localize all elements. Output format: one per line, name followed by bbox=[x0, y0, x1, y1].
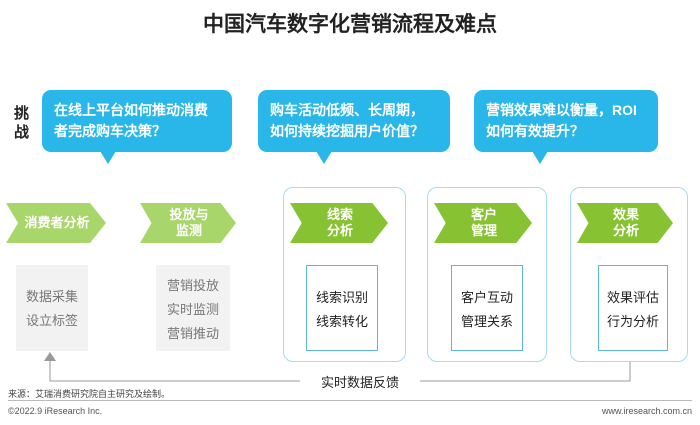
stage-detail-box: 客户互动 管理关系 bbox=[451, 265, 523, 351]
stage-chevron-lead-analysis: 线索 分析 bbox=[290, 203, 388, 243]
website-link[interactable]: www.iresearch.com.cn bbox=[601, 406, 692, 416]
detail-item: 行为分析 bbox=[606, 314, 659, 329]
stage-chevron-effect-analysis: 效果 分析 bbox=[577, 203, 673, 243]
detail-item: 设立标签 bbox=[25, 313, 78, 328]
stage-detail-box: 线索识别 线索转化 bbox=[306, 265, 378, 351]
page-title: 中国汽车数字化营销流程及难点 bbox=[203, 13, 497, 36]
challenge-text: 营销效果难以衡量，ROI 如何有效提升？ bbox=[486, 102, 637, 139]
detail-item: 效果评估 bbox=[606, 290, 659, 305]
bubble-pointer bbox=[316, 151, 332, 164]
detail-item: 线索识别 bbox=[315, 290, 368, 305]
detail-item: 营销投放 bbox=[166, 278, 219, 293]
detail-item: 实时监测 bbox=[166, 302, 219, 317]
challenge-label: 挑战 bbox=[14, 105, 30, 141]
feedback-label: 实时数据反馈 bbox=[300, 372, 420, 391]
challenge-bubble-2: 购车活动低频、长周期， 如何持续挖掘用户价值？ bbox=[258, 90, 450, 164]
detail-item: 数据采集 bbox=[25, 289, 78, 304]
footer-divider bbox=[8, 400, 692, 401]
challenge-bubble-3: 营销效果难以衡量，ROI 如何有效提升？ bbox=[474, 90, 658, 164]
stage-chevron-consumer-analysis: 消费者分析 bbox=[6, 203, 106, 243]
stage-chevron-customer-management: 客户 管理 bbox=[434, 203, 532, 243]
challenge-text: 在线上平台如何推动消费 者完成购车决策？ bbox=[54, 102, 208, 139]
stage-detail-box: 营销投放 实时监测 营销推动 bbox=[156, 265, 230, 351]
challenge-bubble-1: 在线上平台如何推动消费 者完成购车决策？ bbox=[42, 90, 232, 164]
detail-item: 管理关系 bbox=[460, 314, 513, 329]
detail-item: 营销推动 bbox=[166, 326, 219, 341]
source-note: 来源：艾瑞消费研究院自主研究及绘制。 bbox=[8, 389, 171, 399]
challenge-text: 购车活动低频、长周期， 如何持续挖掘用户价值？ bbox=[270, 102, 424, 139]
stage-chevron-placement-monitoring: 投放与 监测 bbox=[140, 203, 236, 243]
detail-item: 客户互动 bbox=[460, 290, 513, 305]
bubble-pointer bbox=[100, 151, 116, 164]
stage-detail-box: 效果评估 行为分析 bbox=[598, 265, 668, 351]
stage-detail-box: 数据采集 设立标签 bbox=[16, 265, 88, 351]
bubble-pointer bbox=[532, 151, 548, 164]
copyright: ©2022.9 iResearch Inc. bbox=[8, 406, 103, 416]
detail-item: 线索转化 bbox=[315, 314, 368, 329]
